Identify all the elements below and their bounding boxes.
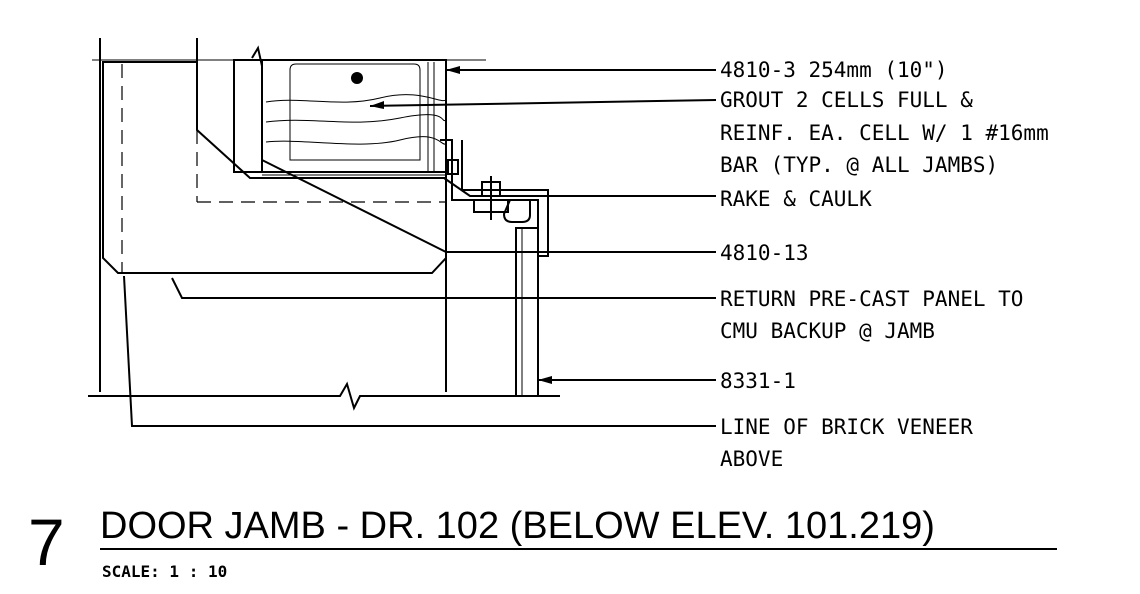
note-grout-2: REINF. EA. CELL W/ 1 #16mm: [720, 121, 1049, 145]
precast-panel: [102, 61, 447, 274]
steel-angle-anchor: [440, 139, 549, 257]
door-frame: [515, 227, 539, 397]
note-cmu-block: 4810-3 254mm (10"): [720, 58, 948, 82]
insulation-layer: [233, 59, 263, 173]
leader-lines: [123, 66, 717, 427]
note-grout-3: BAR (TYP. @ ALL JAMBS): [720, 153, 998, 177]
note-brick-1: LINE OF BRICK VENEER: [720, 415, 973, 439]
detail-scale: SCALE: 1 : 10: [102, 562, 227, 581]
note-frame-ref: 8331-1: [720, 369, 796, 393]
note-return-2: CMU BACKUP @ JAMB: [720, 319, 935, 343]
frame-lines: [92, 38, 486, 392]
note-precast-ref: 4810-13: [720, 241, 809, 265]
detail-number: 7: [28, 505, 65, 579]
rebar: [351, 72, 363, 84]
note-rake-caulk: RAKE & CAULK: [720, 187, 872, 211]
note-return-1: RETURN PRE-CAST PANEL TO: [720, 287, 1023, 311]
note-brick-2: ABOVE: [720, 447, 783, 471]
break-line: [88, 381, 560, 411]
cmu-block: [261, 59, 447, 176]
note-grout-1: GROUT 2 CELLS FULL &: [720, 88, 973, 112]
detail-title: DOOR JAMB - DR. 102 (BELOW ELEV. 101.219…: [100, 505, 935, 547]
